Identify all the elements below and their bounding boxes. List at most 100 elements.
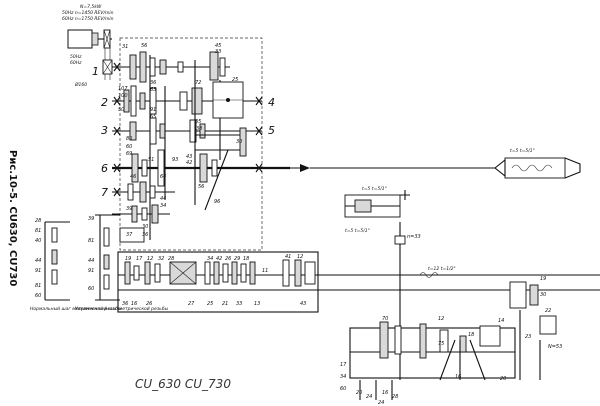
svg-text:24: 24 — [378, 400, 384, 406]
lb-40: 40 — [35, 238, 41, 244]
num-107: 107 — [118, 86, 128, 92]
lb-81b: 81 — [35, 283, 41, 289]
num-31: 31 — [122, 44, 128, 50]
svg-text:26: 26 — [225, 256, 231, 262]
num-35: 35 — [195, 119, 201, 125]
num-93: 93 — [172, 157, 178, 163]
motor-power: N=7,5kW — [80, 4, 102, 10]
svg-text:23: 23 — [525, 334, 531, 340]
svg-text:33: 33 — [236, 301, 242, 307]
mid-left-box-label: Увеличенный шаг метрической резьбы — [75, 306, 169, 312]
svg-text:12: 12 — [297, 254, 303, 260]
svg-text:18: 18 — [243, 256, 249, 262]
lb-60: 60 — [35, 293, 41, 299]
svg-text:28: 28 — [168, 256, 174, 262]
svg-text:13: 13 — [254, 301, 260, 307]
gear-56 — [139, 51, 147, 83]
shaft-label-7: 7 — [101, 186, 108, 199]
num-34: 34 — [160, 203, 166, 209]
svg-text:42: 42 — [216, 256, 222, 262]
svg-text:21: 21 — [222, 301, 228, 307]
svg-text:60: 60 — [340, 386, 346, 392]
shaft-label-4: 4 — [268, 96, 275, 109]
shaft-label-3: 3 — [101, 124, 108, 137]
left-box-label: Нормальный шаг метрической резьбы — [30, 306, 122, 312]
spindle-output: t=5 t=5/1" — [262, 148, 581, 179]
svg-text:30: 30 — [540, 292, 546, 298]
num-64: 64 — [160, 174, 166, 180]
num-96: 96 — [214, 199, 220, 205]
num-37: 37 — [126, 232, 133, 238]
motor-group: N=7,5kW 50Hz n=1450 REV/min 60Hz n=1750 … — [62, 4, 114, 88]
num-30b: 30 — [142, 224, 148, 230]
num-80: 80 — [126, 136, 132, 142]
num-42: 42 — [186, 160, 192, 166]
leadscrew-ratio: t=12 t=1/2" — [428, 266, 456, 272]
svg-text:19: 19 — [540, 276, 546, 282]
num-56b: 56 — [198, 184, 204, 190]
pulley-diameter: Ø160 — [74, 81, 87, 88]
svg-text:24: 24 — [366, 394, 372, 400]
shaft-label-2: 2 — [101, 96, 108, 109]
num-38: 38 — [196, 126, 202, 132]
svg-text:12: 12 — [438, 316, 444, 322]
num-100: 100 — [118, 93, 128, 99]
mb-91: 91 — [88, 268, 94, 274]
shaft-label-5: 5 — [268, 124, 275, 137]
mid-left-pitch-box: 39 81 44 91 60 Увеличенный шаг метрическ… — [75, 214, 169, 312]
figure-caption: Рис.10-5. CU630, CU730 — [7, 150, 18, 286]
gear-45 — [209, 51, 219, 81]
lb-91: 91 — [35, 268, 41, 274]
svg-text:34: 34 — [207, 256, 213, 262]
svg-text:70: 70 — [382, 316, 388, 322]
leadscrew-thread — [419, 272, 439, 278]
feed-box-frame — [117, 251, 319, 313]
svg-text:29: 29 — [234, 256, 240, 262]
n-33: n=33 — [407, 234, 421, 240]
svg-text:27: 27 — [188, 301, 195, 307]
svg-text:16: 16 — [455, 374, 461, 380]
svg-text:34: 34 — [340, 374, 346, 380]
belt-label-2: 60Hz — [70, 60, 82, 66]
svg-text:12: 12 — [147, 256, 153, 262]
apron-frame — [349, 327, 516, 379]
model-title: CU_630 CU_730 — [135, 377, 231, 391]
headstock-numbers: 31 56 45 33 107 100 36 63 91 50 65 80 25… — [118, 43, 242, 238]
top-pitch: t=5 t=5/1" — [362, 186, 387, 192]
svg-text:14: 14 — [498, 318, 504, 324]
svg-text:75: 75 — [438, 341, 444, 347]
motor-flange — [91, 32, 99, 46]
motor-body — [67, 29, 93, 49]
mid-pitch: t=5 t=5/1" — [345, 228, 370, 234]
num-33: 33 — [215, 49, 221, 55]
mb-44: 44 — [88, 258, 94, 264]
svg-text:26: 26 — [146, 301, 152, 307]
lb-44: 44 — [35, 258, 41, 264]
num-25: 25 — [232, 77, 238, 83]
num-65: 65 — [150, 114, 156, 120]
svg-text:22: 22 — [545, 308, 551, 314]
lb-28: 28 — [35, 218, 41, 224]
num-56: 56 — [141, 43, 147, 49]
carriage: t=5 t=5/1" t=5 t=5/1" n=33 t=12 t=1/2" — [344, 186, 557, 380]
svg-text:17: 17 — [136, 256, 143, 262]
svg-text:17: 17 — [340, 362, 347, 368]
workpiece-pitch: t=5 t=5/1" — [510, 148, 535, 154]
num-51: 51 — [148, 157, 154, 163]
num-36b: 36 — [142, 232, 148, 238]
apron: 70 12 75 18 17 34 60 20 24 16 28 24 19 3… — [340, 276, 562, 406]
workpiece — [504, 157, 566, 179]
num-69: 69 — [126, 151, 132, 157]
num-63: 63 — [150, 87, 156, 93]
shaft-label-6: 6 — [101, 162, 108, 175]
svg-text:28: 28 — [392, 394, 398, 400]
svg-text:20: 20 — [500, 376, 506, 382]
num-39: 39 — [126, 206, 132, 212]
svg-text:25: 25 — [207, 301, 213, 307]
belt-label-1: 50Hz — [70, 54, 82, 60]
svg-text:16: 16 — [382, 390, 388, 396]
svg-text:32: 32 — [158, 256, 164, 262]
lb-81: 81 — [35, 228, 41, 234]
svg-text:11: 11 — [262, 268, 268, 274]
